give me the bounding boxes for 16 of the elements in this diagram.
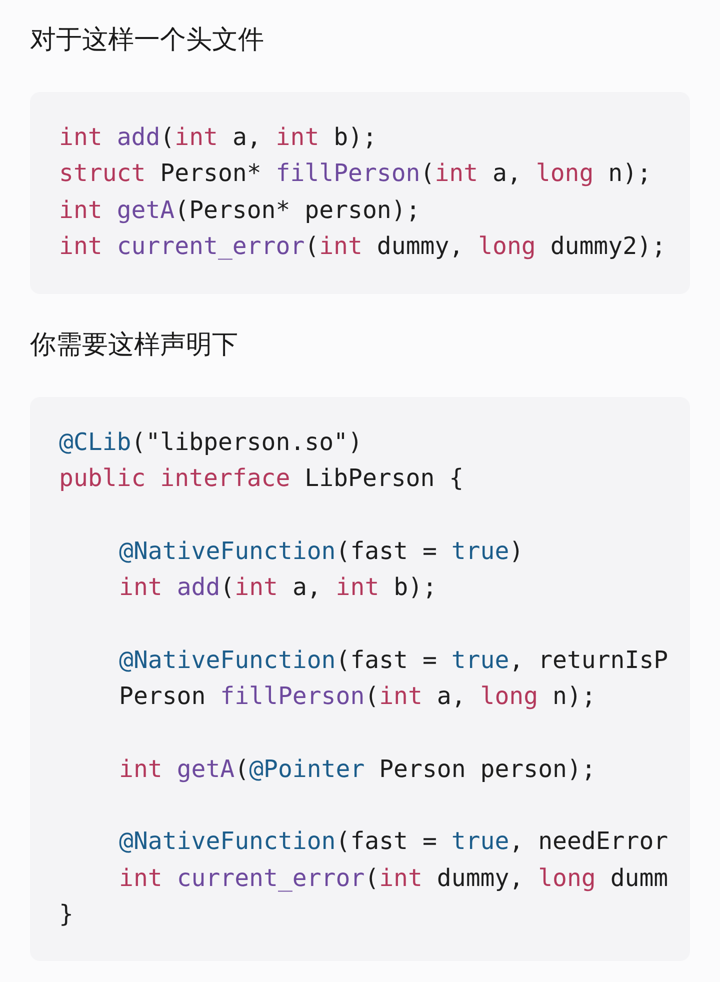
code-line: @NativeFunction(fast = true) bbox=[119, 536, 524, 566]
code-line: Person fillPerson(int a, long n); bbox=[119, 681, 596, 712]
code-line: int getA(Person* person); bbox=[59, 194, 420, 225]
code-line: int add(int a, int b); bbox=[119, 572, 437, 602]
code-line: int getA(@Pointer Person person); bbox=[119, 754, 596, 784]
code-line: } bbox=[59, 898, 74, 929]
code-line: @CLib("libperson.so") bbox=[59, 427, 362, 457]
heading-text: 对于这样一个头文件 bbox=[30, 24, 264, 57]
heading-text: 你需要这样声明下 bbox=[30, 329, 238, 362]
code-line: int current_error(int dummy, long dummy2); bbox=[59, 230, 666, 261]
code-line: int add(int a, int b); bbox=[59, 122, 377, 152]
code-line: int current_error(int dummy, long dumm bbox=[119, 862, 668, 893]
code-line: @NativeFunction(fast = true, needError bbox=[119, 826, 668, 856]
code-line: struct Person* fillPerson(int a, long n); bbox=[59, 158, 652, 188]
code-line: @NativeFunction(fast = true, returnIsP bbox=[119, 644, 668, 675]
code-line: public interface LibPerson { bbox=[59, 463, 464, 494]
